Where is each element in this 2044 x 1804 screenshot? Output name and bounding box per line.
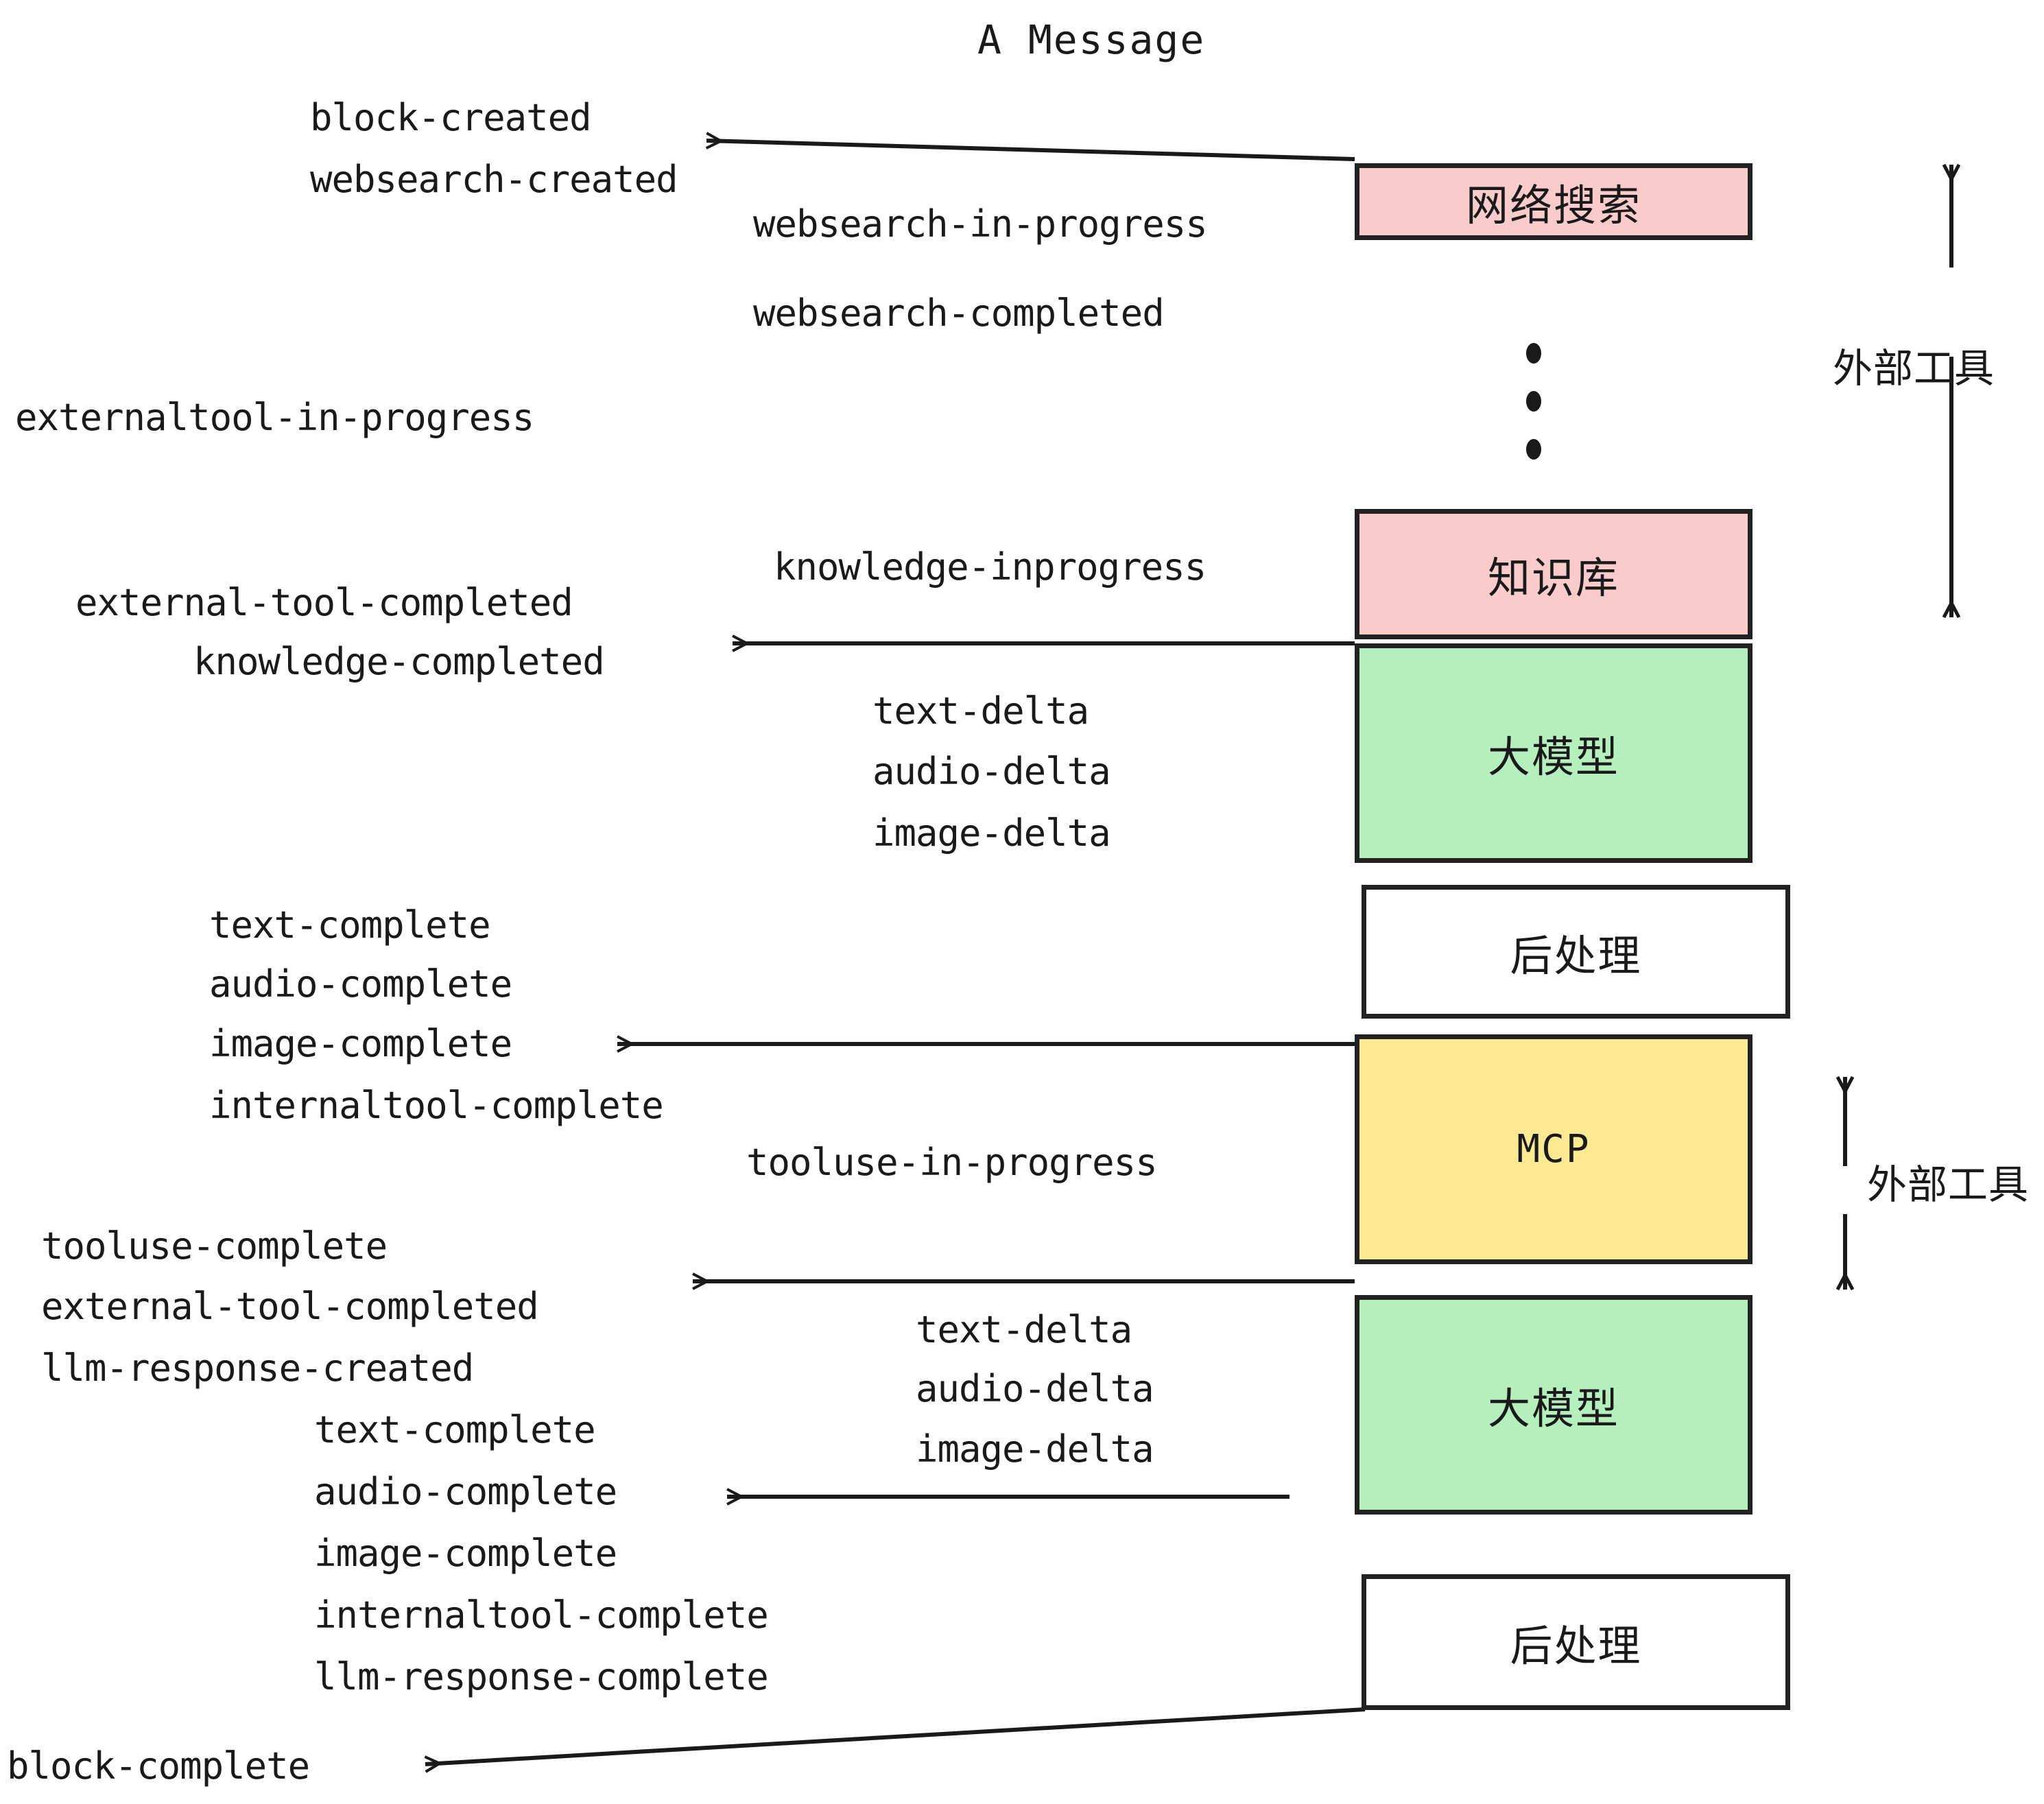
ellipsis-dot-3	[1526, 439, 1541, 460]
box-mcp[interactable]: MCP	[1355, 1034, 1752, 1264]
event-block-complete: block-complete	[7, 1744, 310, 1788]
box-llm-1-label: 大模型	[1487, 732, 1619, 782]
box-knowledge-label: 知识库	[1487, 553, 1619, 603]
event-audio-delta-1: audio-delta	[872, 750, 1111, 793]
event-block-created: block-created	[310, 96, 592, 139]
external-tool-label-top: 外部工具	[1833, 345, 1995, 392]
event-knowledge-inprogress: knowledge-inprogress	[774, 545, 1207, 589]
box-llm-1[interactable]: 大模型	[1355, 643, 1752, 863]
event-tooluse-in-progress: tooluse-in-progress	[746, 1141, 1158, 1184]
event-audio-complete-2: audio-complete	[314, 1470, 617, 1513]
box-postprocess-1-label: 后处理	[1510, 930, 1642, 981]
box-mcp-label: MCP	[1517, 1127, 1591, 1172]
event-text-delta-2: text-delta	[916, 1308, 1132, 1351]
event-image-complete-2: image-complete	[314, 1532, 617, 1575]
ellipsis-dot-1	[1526, 343, 1541, 364]
box-llm-2-label: 大模型	[1487, 1384, 1619, 1434]
box-llm-2[interactable]: 大模型	[1355, 1295, 1752, 1515]
diagram-title: A Message	[977, 16, 1206, 63]
arrow-websearch-created	[706, 141, 1355, 161]
box-websearch-label: 网络搜索	[1465, 180, 1641, 230]
event-internaltool-complete-2: internaltool-complete	[314, 1593, 769, 1637]
event-knowledge-completed: knowledge-completed	[193, 640, 605, 683]
event-audio-complete-1: audio-complete	[209, 962, 512, 1006]
event-externaltool-in-progress: externaltool-in-progress	[15, 396, 534, 439]
event-llm-response-created: llm-response-created	[41, 1346, 474, 1390]
ellipsis-dot-2	[1526, 391, 1541, 412]
event-external-tool-completed-2: external-tool-completed	[41, 1285, 539, 1328]
event-image-delta-1: image-delta	[872, 811, 1111, 855]
event-text-complete-1: text-complete	[209, 903, 491, 947]
event-websearch-in-progress: websearch-in-progress	[753, 202, 1208, 246]
event-audio-delta-2: audio-delta	[916, 1367, 1154, 1410]
box-postprocess-2[interactable]: 后处理	[1362, 1574, 1790, 1710]
event-external-tool-completed-1: external-tool-completed	[75, 581, 573, 624]
box-postprocess-2-label: 后处理	[1510, 1621, 1642, 1671]
event-internaltool-complete-1: internaltool-complete	[209, 1084, 664, 1127]
event-image-delta-2: image-delta	[916, 1427, 1154, 1471]
event-text-complete-2: text-complete	[314, 1408, 596, 1451]
event-tooluse-complete: tooluse-complete	[41, 1224, 388, 1268]
box-postprocess-1[interactable]: 后处理	[1362, 885, 1790, 1019]
event-image-complete-1: image-complete	[209, 1022, 512, 1065]
arrow-block-complete	[425, 1707, 1366, 1764]
event-websearch-created: websearch-created	[310, 158, 678, 201]
external-tool-label-bottom: 外部工具	[1867, 1161, 2030, 1208]
event-text-delta-1: text-delta	[872, 689, 1089, 733]
box-websearch[interactable]: 网络搜索	[1355, 163, 1752, 240]
event-llm-response-complete: llm-response-complete	[314, 1655, 769, 1698]
event-websearch-completed: websearch-completed	[753, 292, 1165, 335]
box-knowledge[interactable]: 知识库	[1355, 509, 1752, 639]
